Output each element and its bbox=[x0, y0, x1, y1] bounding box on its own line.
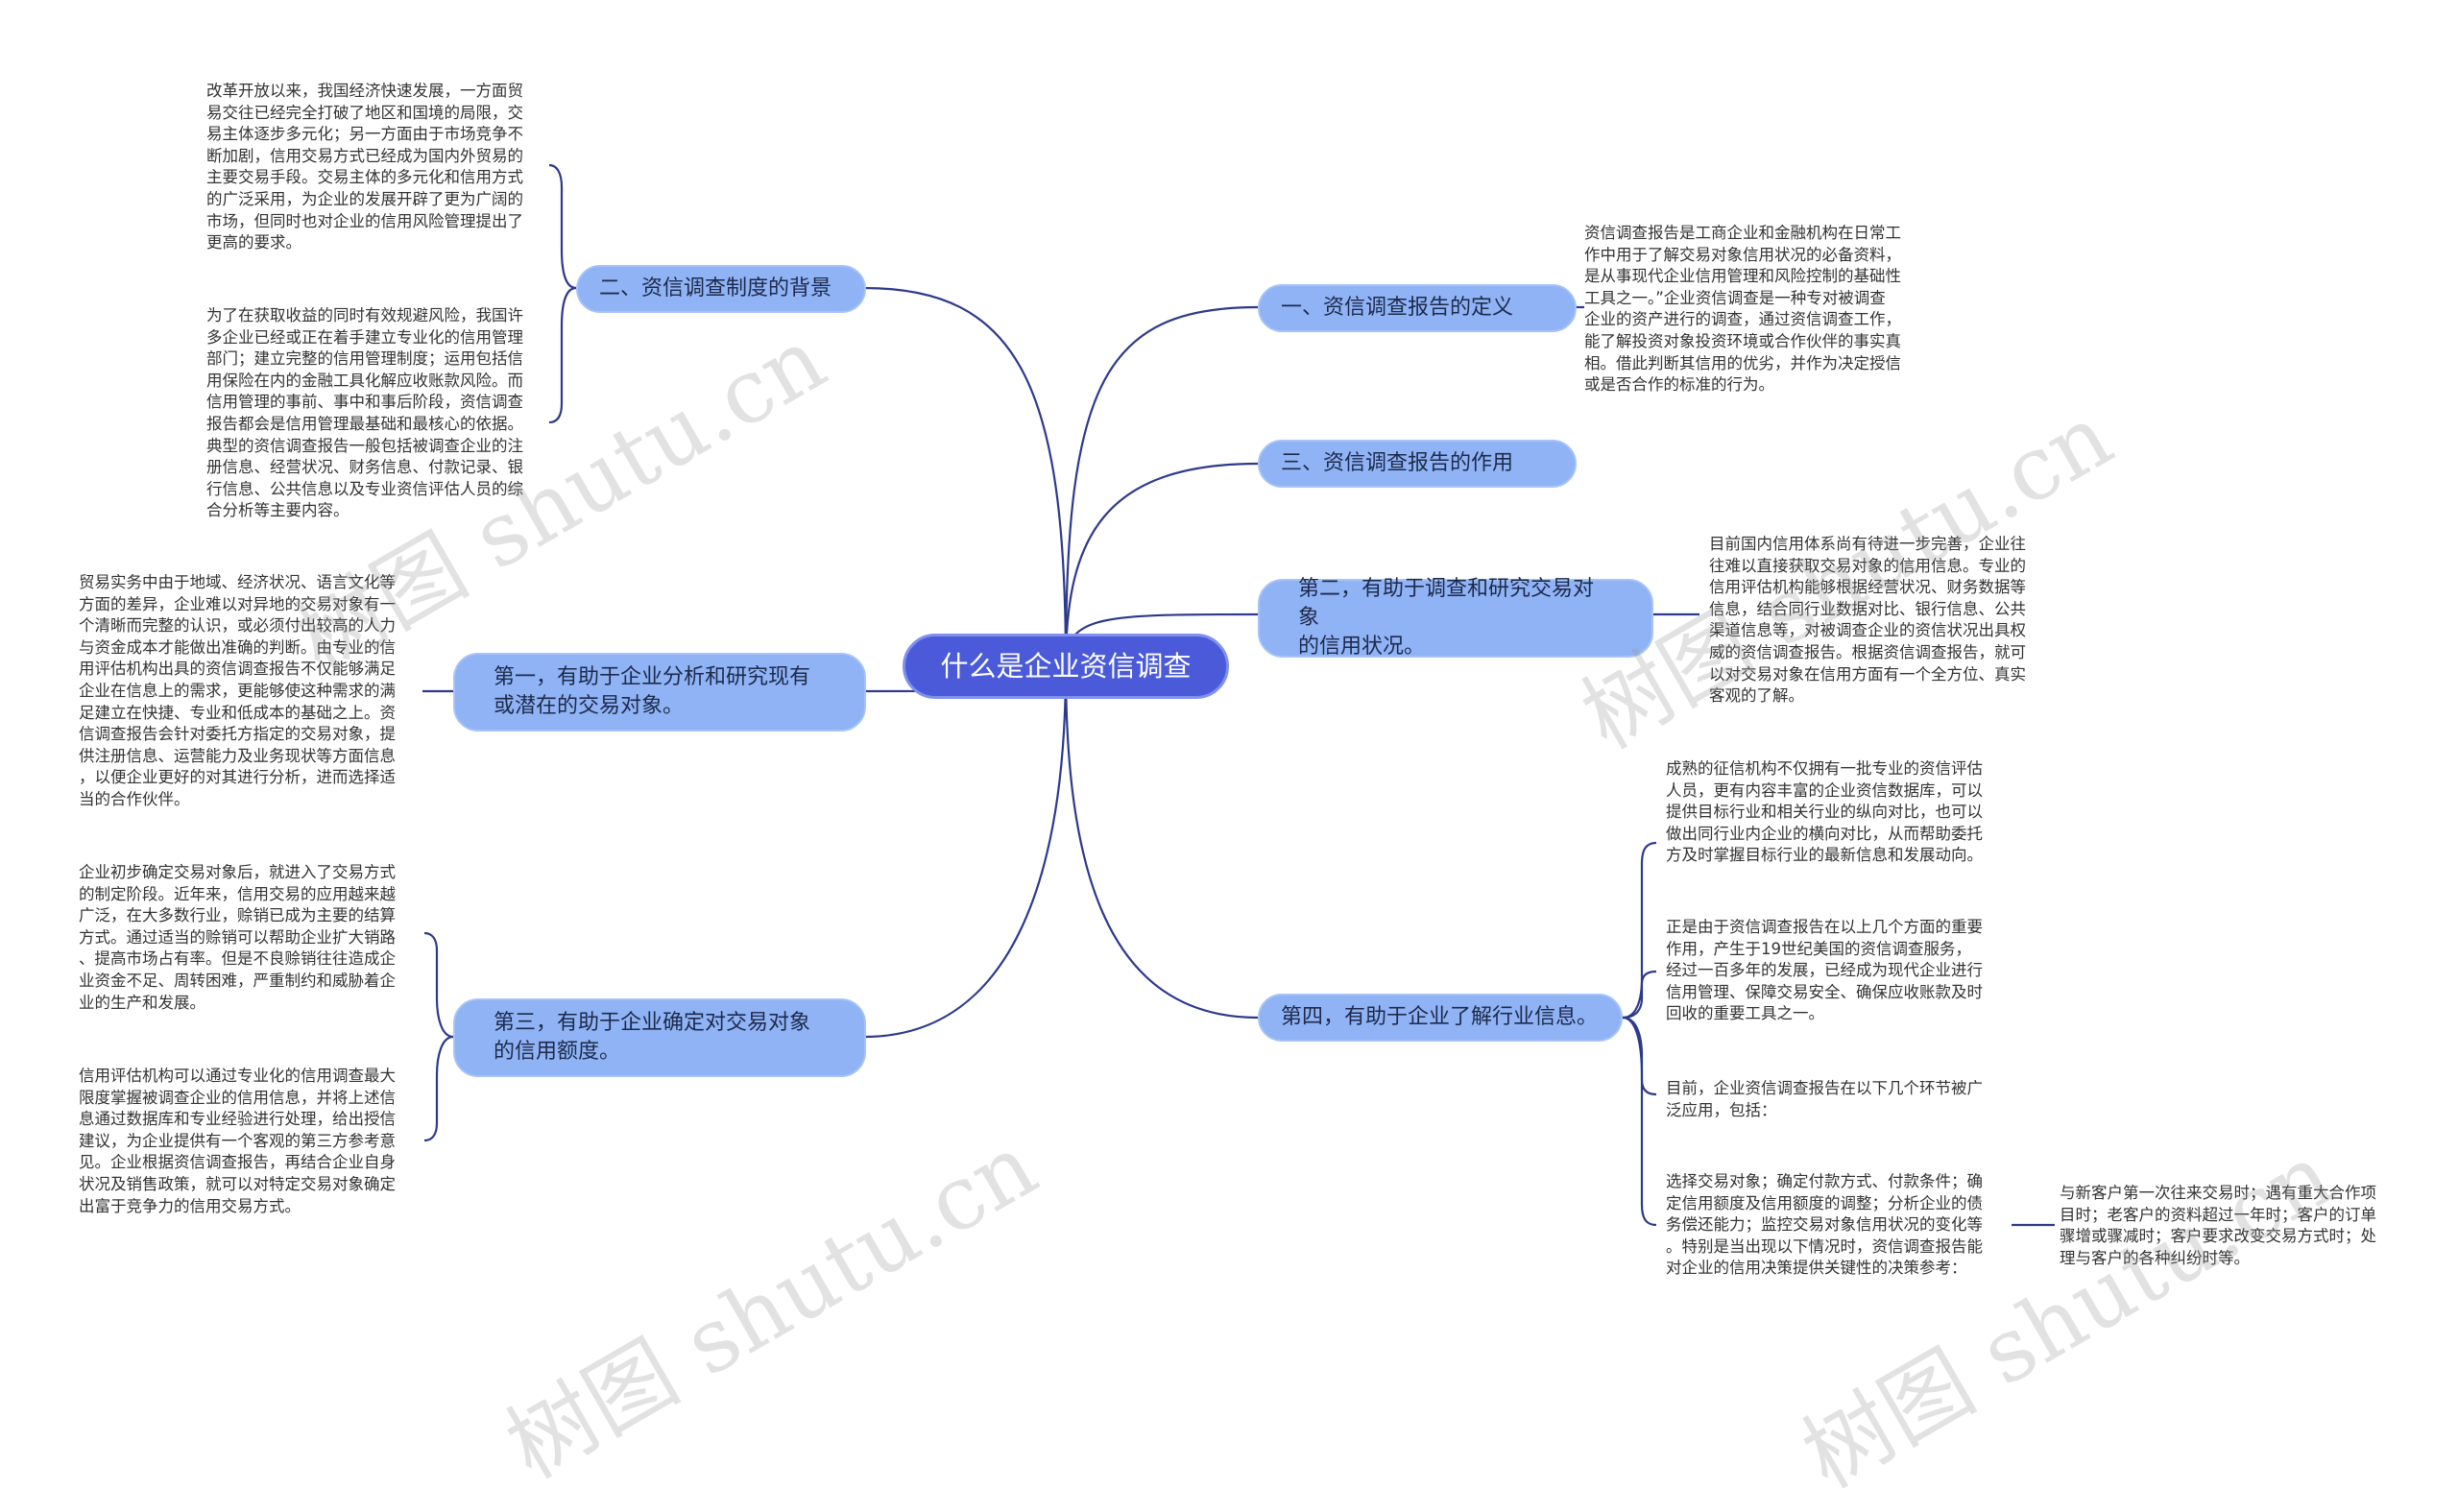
branch-definition[interactable]: 一、资信调查报告的定义 bbox=[1258, 284, 1577, 332]
leaf-fourth-4: 选择交易对象；确定付款方式、付款条件；确 定信用额度及信用额度的调整；分析企业的… bbox=[1666, 1172, 1983, 1278]
branch-background[interactable]: 二、资信调查制度的背景 bbox=[576, 265, 866, 313]
root-label: 什么是企业资信调查 bbox=[940, 650, 1192, 683]
branch-definition-label: 一、资信调查报告的定义 bbox=[1281, 296, 1514, 320]
branch-first-label: 第一，有助于企业分析和研究现有 或潜在的交易对象。 bbox=[494, 665, 811, 718]
branch-first[interactable]: 第一，有助于企业分析和研究现有 或潜在的交易对象。 bbox=[453, 653, 866, 732]
leaf-third-2: 信用评估机构可以通过专业化的信用调查最大 限度掌握被调查企业的信用信息，并将上述… bbox=[79, 1067, 396, 1215]
leaf-fourth-1: 成熟的征信机构不仅拥有一批专业的资信评估 人员，更有内容丰富的企业资信数据库，可… bbox=[1666, 759, 1983, 865]
branch-role-label: 三、资信调查报告的作用 bbox=[1281, 451, 1514, 475]
leaf-fourth-sub-1: 与新客户第一次往来交易时；遇有重大合作项 目时；老客户的资料超过一年时；客户的订… bbox=[2060, 1184, 2376, 1267]
branch-fourth-label: 第四，有助于企业了解行业信息。 bbox=[1281, 1005, 1599, 1029]
leaf-background-1: 改革开放以来，我国经济快速发展，一方面贸 易交往已经完全打破了地区和国境的局限，… bbox=[206, 82, 523, 252]
branch-fourth[interactable]: 第四，有助于企业了解行业信息。 bbox=[1258, 994, 1623, 1042]
branch-third[interactable]: 第三，有助于企业确定对交易对象 的信用额度。 bbox=[453, 998, 866, 1077]
leaf-first-1: 贸易实务中由于地域、经济状况、语言文化等 方面的差异，企业难以对异地的交易对象有… bbox=[79, 573, 396, 808]
leaf-definition-1: 资信调查报告是工商企业和金融机构在日常工 作中用于了解交易对象信用状况的必备资料… bbox=[1584, 224, 1901, 395]
leaf-background-2: 为了在获取收益的同时有效规避风险，我国许 多企业已经或正在着手建立专业化的信用管… bbox=[206, 306, 523, 520]
branch-third-label: 第三，有助于企业确定对交易对象 的信用额度。 bbox=[494, 1011, 811, 1064]
mind-map-canvas: 什么是企业资信调查 一、资信调查报告的定义 三、资信调查报告的作用 第二，有助于… bbox=[79, 82, 2376, 1508]
branch-background-label: 二、资信调查制度的背景 bbox=[599, 276, 832, 300]
leaf-third-1: 企业初步确定交易对象后，就进入了交易方式 的制定阶段。近年来，信用交易的应用越来… bbox=[79, 863, 396, 1012]
branch-second-label: 第二，有助于调查和研究交易对象 的信用状况。 bbox=[1298, 577, 1595, 659]
leaf-second-1: 目前国内信用体系尚有待进一步完善，企业往 往难以直接获取交易对象的信用信息。专业… bbox=[1709, 535, 2026, 706]
branch-role[interactable]: 三、资信调查报告的作用 bbox=[1258, 440, 1577, 488]
root-node[interactable]: 什么是企业资信调查 bbox=[903, 634, 1229, 699]
leaf-fourth-2: 正是由于资信调查报告在以上几个方面的重要 作用，产生于19世纪美国的资信调查服务… bbox=[1666, 918, 1983, 1023]
branch-second[interactable]: 第二，有助于调查和研究交易对象 的信用状况。 bbox=[1258, 577, 1653, 659]
leaf-fourth-3: 目前，企业资信调查报告在以下几个环节被广 泛应用，包括： bbox=[1666, 1079, 1983, 1119]
